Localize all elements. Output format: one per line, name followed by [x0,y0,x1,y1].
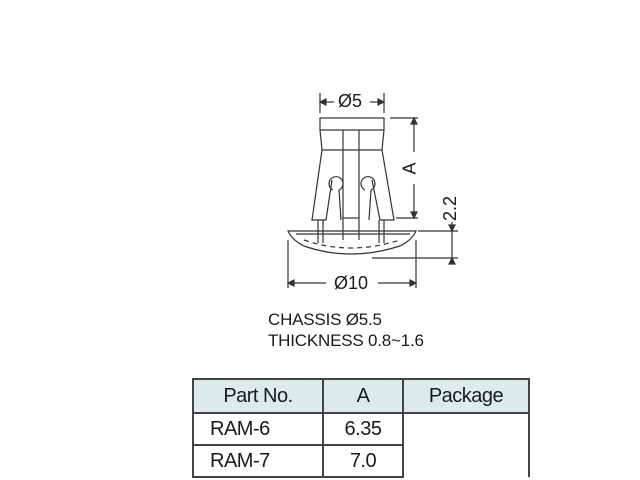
chassis-spec: CHASSIS Ø5.5 [268,310,382,329]
a-value-cell: 6.35 [322,412,404,446]
thickness-spec: THICKNESS 0.8~1.6 [268,331,424,350]
package-cell [402,412,530,477]
table-header-row: Part No. A Package [192,378,530,414]
header-a: A [322,378,404,414]
a-value-cell: 7.0 [322,444,404,478]
dim-head-thickness-label: 2.2 [440,195,461,222]
dim-top-diameter-label: Ø5 [338,91,363,111]
table-row: RAM-6 6.35 [192,412,530,477]
header-package: Package [402,378,530,414]
dim-head-diameter-label: Ø10 [334,273,369,293]
header-part-no: Part No. [192,378,324,414]
dim-height-label: A [399,162,420,175]
parts-table: Part No. A Package RAM-6 6.35 RAM-7 7.0 [192,378,530,478]
table-row: RAM-7 7.0 [192,444,529,478]
part-no-cell: RAM-7 [192,444,324,478]
part-no-cell: RAM-6 [192,412,324,446]
